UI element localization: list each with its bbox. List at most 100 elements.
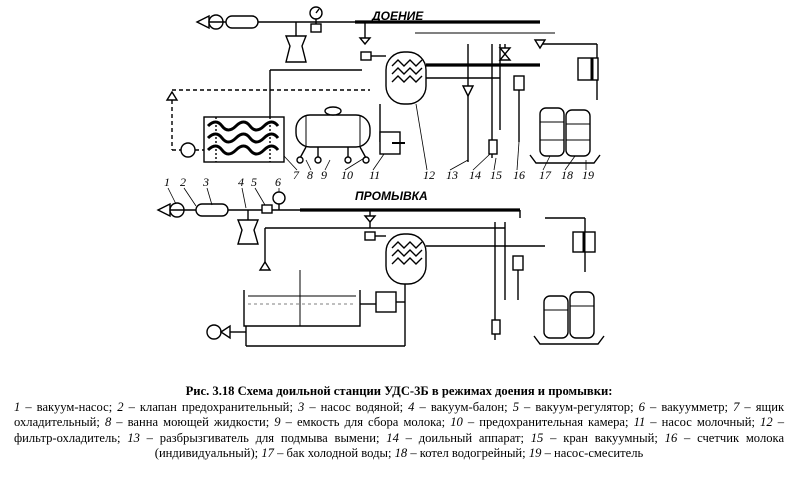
- legend-number: 8: [104, 415, 112, 430]
- legend-entry: 11 – насос молочный;: [633, 415, 761, 430]
- legend-text: клапан предохранительный: [139, 399, 290, 414]
- legend-entry: 14 – доильный аппарат;: [386, 430, 531, 445]
- legend-entry: 12 – фильтр-охладитель;: [14, 415, 784, 445]
- legend-entry: 1 – вакуум-насос;: [14, 399, 118, 414]
- legend-number: 5: [512, 399, 519, 414]
- legend-number: 13: [127, 430, 140, 445]
- filter-cooler-top: [385, 51, 427, 105]
- washing-scheme: [156, 191, 605, 347]
- legend-number: 15: [530, 430, 544, 445]
- legend-entry: 13 – разбрызгиватель для подмыва вымени;: [127, 430, 387, 445]
- callout-18: 18: [561, 168, 573, 182]
- vacuum-balloon-top: [284, 22, 308, 63]
- figure-caption: Рис. 3.18 Схема доильной станции УДС-3Б …: [14, 384, 784, 462]
- legend-number: 12: [760, 415, 773, 430]
- callout-leaders: [167, 103, 587, 209]
- legend-number: 4: [408, 399, 415, 414]
- legend-text: ящик охладительный: [14, 399, 785, 430]
- vacuum-balloon-bottom: [236, 210, 260, 245]
- callout-5: 5: [251, 175, 257, 189]
- legend-entry: 2 – клапан предохранительный;: [117, 399, 298, 414]
- callout-2: 2: [180, 175, 186, 189]
- legend-number: 9: [274, 415, 281, 430]
- legend-text: доильный аппарат: [418, 430, 521, 445]
- legend-entry: 10 – предохранительная камера;: [450, 415, 634, 430]
- milking-station-diagram: ДОЕНИЕ ПРОМЫВКА 1 2 3 4 5 6 7 8 9 10 11 …: [156, 6, 605, 347]
- legend-number: 11: [633, 415, 646, 430]
- callout-17: 17: [539, 168, 552, 182]
- water-heater-top: [565, 109, 591, 157]
- caption-title: Рис. 3.18 Схема доильной станции УДС-3Б …: [185, 384, 613, 398]
- milk-tank: [295, 106, 371, 164]
- legend-text: вакуум-балон: [430, 399, 505, 414]
- cold-water-tank-bottom: [543, 295, 569, 339]
- legend-entry: 6 – вакуумметр;: [638, 399, 734, 414]
- callout-12: 12: [423, 168, 435, 182]
- legend-entry: 18 – котел водогрейный;: [394, 446, 529, 461]
- callout-8: 8: [307, 168, 313, 182]
- legend-entry: 3 – насос водяной;: [297, 399, 409, 414]
- callout-7: 7: [293, 168, 300, 182]
- legend-number: 16: [664, 430, 678, 445]
- legend-text: вакуум-насос: [36, 399, 109, 414]
- legend-number: 1: [14, 399, 21, 414]
- milking-scheme: [165, 6, 601, 164]
- legend-entry: 19 – насос-смеситель: [528, 446, 644, 461]
- legend-number: 14: [386, 430, 399, 445]
- vacuum-pump-top: [195, 14, 355, 30]
- legend-number: 17: [261, 446, 274, 461]
- legend-text: насос-смеситель: [554, 446, 644, 461]
- washing-bath: [243, 270, 361, 327]
- legend-number: 3: [297, 399, 305, 414]
- legend-entry: 5 – вакуум-регулятор;: [512, 399, 639, 414]
- legend-text: котел водогрейный: [419, 446, 523, 461]
- legend-number: 18: [394, 446, 408, 461]
- vacuum-pump-bottom: [156, 202, 300, 218]
- legend-entry: 9 – емкость для сбора молока;: [274, 415, 451, 430]
- callout-11: 11: [369, 168, 380, 182]
- legend-text: насос молочный: [661, 415, 752, 430]
- cold-water-tank-top: [539, 107, 565, 157]
- callout-10: 10: [341, 168, 353, 182]
- legend-number: 2: [117, 399, 124, 414]
- legend-text: емкость для сбора молока: [296, 415, 442, 430]
- callout-19: 19: [582, 168, 594, 182]
- legend-text: счетчик молока (индивидуальный): [154, 430, 785, 461]
- vacuum-gauge-top: [309, 6, 323, 33]
- legend-number: 10: [450, 415, 463, 430]
- callout-numbers: 1 2 3 4 5 6 7 8 9 10 11 12 13 14 15 16 1…: [164, 168, 594, 189]
- legend-number: 7: [733, 399, 740, 414]
- mode-label-milking: ДОЕНИЕ: [371, 9, 424, 23]
- callout-16: 16: [513, 168, 525, 182]
- filter-cooler-bottom: [385, 233, 427, 285]
- mode-label-washing: ПРОМЫВКА: [355, 189, 428, 203]
- legend-number: 6: [638, 399, 645, 414]
- legend-entry: 16 – счетчик молока (индивидуальный);: [154, 430, 785, 461]
- cooling-box: [203, 116, 285, 163]
- callout-9: 9: [321, 168, 327, 182]
- legend-text: насос водяной: [320, 399, 400, 414]
- water-heater-bottom: [569, 291, 595, 339]
- caption-legend: 1 – вакуум-насос; 2 – клапан предохранит…: [14, 400, 784, 462]
- callout-13: 13: [446, 168, 458, 182]
- legend-text: разбрызгиватель для подмыва вымени: [159, 430, 376, 445]
- callout-3: 3: [202, 175, 209, 189]
- legend-entry: 17 – бак холодной воды;: [261, 446, 395, 461]
- legend-number: 19: [528, 446, 542, 461]
- callout-6: 6: [275, 175, 281, 189]
- legend-entry: 4 – вакуум-балон;: [408, 399, 513, 414]
- legend-entry: 8 – ванна моющей жидкости;: [104, 415, 275, 430]
- legend-text: вакуум-регулятор: [535, 399, 631, 414]
- callout-1: 1: [164, 175, 170, 189]
- legend-text: бак холодной воды: [286, 446, 388, 461]
- legend-text: ванна моющей жидкости: [127, 415, 266, 430]
- callout-4: 4: [238, 175, 244, 189]
- legend-text: фильтр-охладитель: [14, 430, 118, 445]
- legend-entry: 7 – ящик охладительный;: [14, 399, 785, 430]
- callout-15: 15: [490, 168, 502, 182]
- callout-14: 14: [469, 168, 481, 182]
- legend-entry: 15 – кран вакуумный;: [530, 430, 665, 445]
- legend-text: кран вакуумный: [563, 430, 655, 445]
- legend-text: предохранительная камера: [479, 415, 626, 430]
- legend-text: вакуумметр: [661, 399, 725, 414]
